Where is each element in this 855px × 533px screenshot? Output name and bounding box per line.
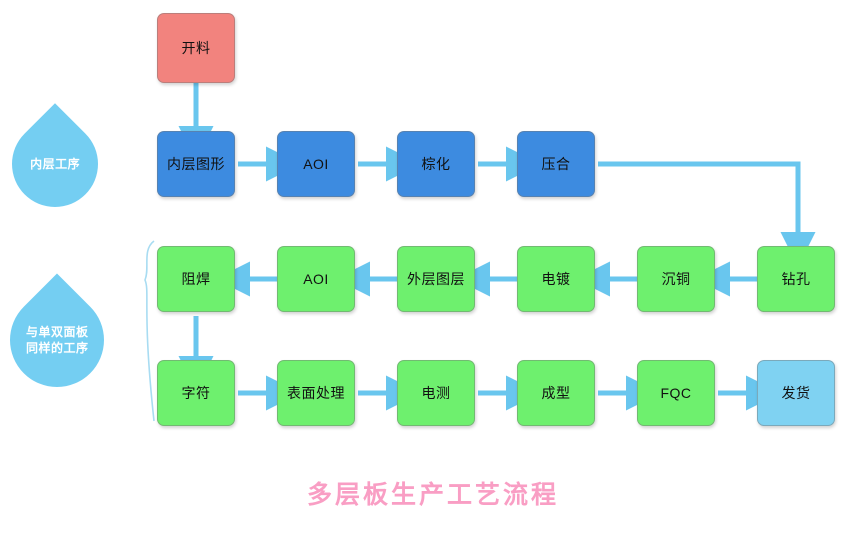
- stage-label-inner-layer: 内层工序: [0, 103, 116, 225]
- node-aoi-inner-label: AOI: [303, 155, 329, 172]
- node-zifu-label: 字符: [181, 384, 211, 401]
- stage-label-common: 与单双面板 同样的工序: [0, 273, 124, 407]
- node-yahe[interactable]: 压合: [517, 131, 595, 197]
- node-dience-label: 电测: [421, 384, 451, 401]
- node-kailiao[interactable]: 开料: [157, 13, 235, 83]
- node-aoi-outer[interactable]: AOI: [277, 246, 355, 312]
- node-zuankong-label: 钻孔: [781, 270, 811, 287]
- node-zuhan[interactable]: 阻焊: [157, 246, 235, 312]
- node-waicengtuceng[interactable]: 外层图层: [397, 246, 475, 312]
- node-zonghua[interactable]: 棕化: [397, 131, 475, 197]
- arrow-yahe-to-zuankong: [598, 161, 816, 267]
- node-chengxing[interactable]: 成型: [517, 360, 595, 426]
- node-diandu[interactable]: 电镀: [517, 246, 595, 312]
- node-dience[interactable]: 电测: [397, 360, 475, 426]
- node-biaomianchuli[interactable]: 表面处理: [277, 360, 355, 426]
- node-waicengtuceng-label: 外层图层: [407, 270, 465, 287]
- node-neicengtuxing[interactable]: 内层图形: [157, 131, 235, 197]
- node-aoi-outer-label: AOI: [303, 270, 329, 287]
- node-chentong-label: 沉铜: [661, 270, 691, 287]
- diagram-title: 多层板生产工艺流程: [307, 481, 560, 509]
- node-fqc[interactable]: FQC: [637, 360, 715, 426]
- node-biaomianchuli-label: 表面处理: [287, 384, 345, 401]
- group-brace: [144, 240, 155, 422]
- node-aoi-inner[interactable]: AOI: [277, 131, 355, 197]
- node-fqc-label: FQC: [660, 384, 692, 401]
- node-diandu-label: 电镀: [541, 270, 571, 287]
- stage-label-inner-layer-text: 内层工序: [29, 156, 81, 171]
- stage-label-common-text: 与单双面板 同样的工序: [25, 324, 89, 356]
- node-fahuo[interactable]: 发货: [757, 360, 835, 426]
- node-zifu[interactable]: 字符: [157, 360, 235, 426]
- node-zuankong[interactable]: 钻孔: [757, 246, 835, 312]
- node-yahe-label: 压合: [541, 155, 571, 172]
- node-zonghua-label: 棕化: [421, 155, 451, 172]
- node-fahuo-label: 发货: [781, 384, 811, 401]
- node-zuhan-label: 阻焊: [181, 270, 211, 287]
- node-neicengtuxing-label: 内层图形: [167, 155, 225, 172]
- node-kailiao-label: 开料: [181, 39, 211, 56]
- node-chengxing-label: 成型: [541, 384, 571, 401]
- node-chentong[interactable]: 沉铜: [637, 246, 715, 312]
